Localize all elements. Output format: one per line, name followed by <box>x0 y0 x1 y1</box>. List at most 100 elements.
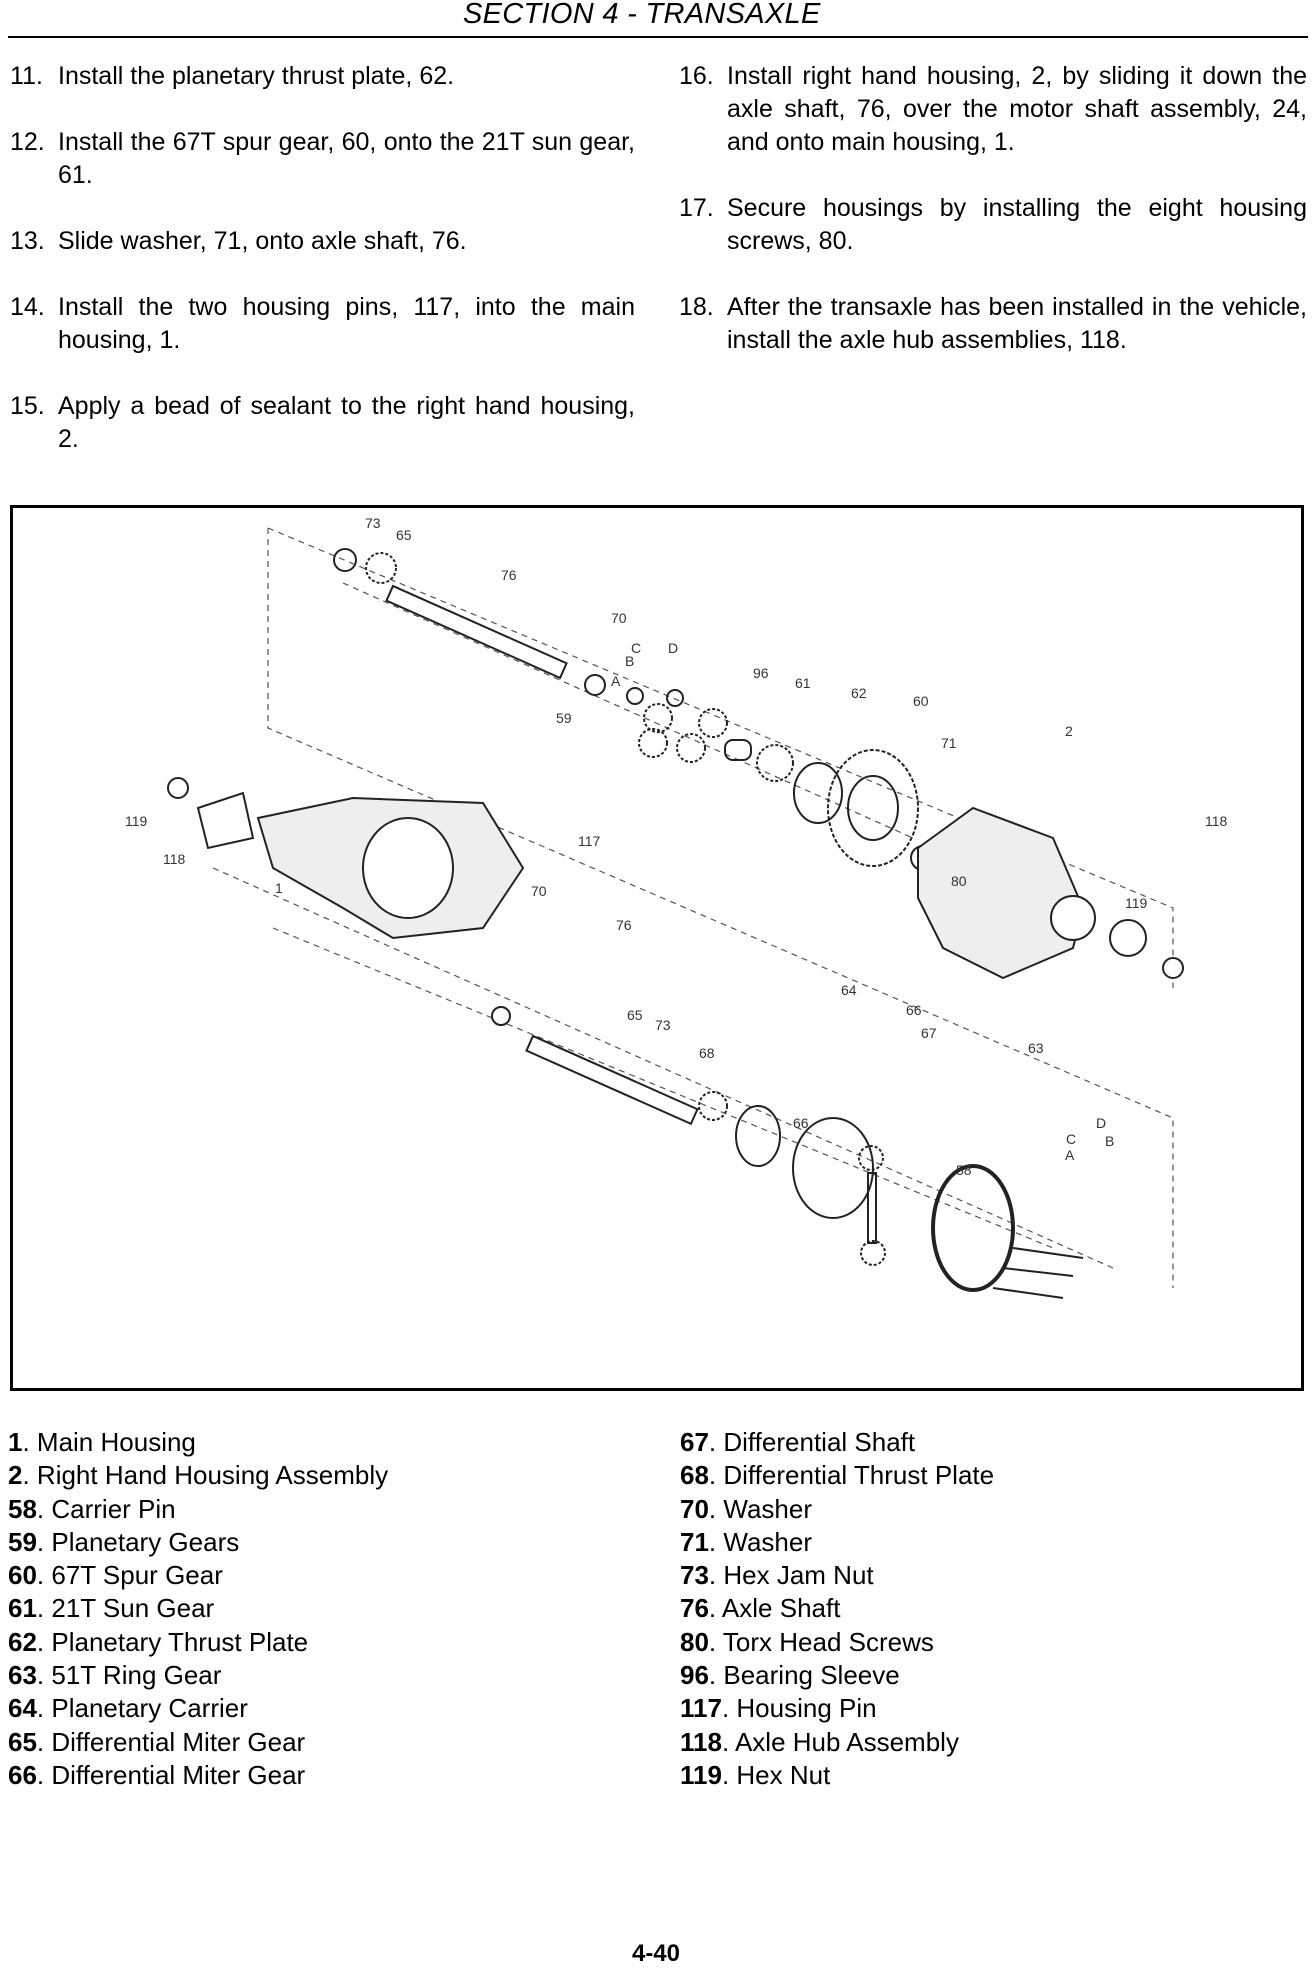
step-text: Secure housings by installing the eight … <box>727 194 1307 255</box>
part-number: 63 <box>8 1660 37 1691</box>
part-name: . Torx Head Screws <box>708 1626 934 1657</box>
legend-item: 118. Axle Hub Assembly <box>680 1726 994 1759</box>
callout-119: 119 <box>1125 895 1148 911</box>
callout-a: A <box>611 673 621 689</box>
callout-96: 96 <box>753 665 769 681</box>
part-number: 1 <box>8 1427 23 1457</box>
callout-62: 62 <box>851 685 867 701</box>
callout-117: 117 <box>578 833 601 849</box>
callout-b: B <box>1105 1133 1114 1149</box>
part-name: . Right Hand Housing Assembly <box>22 1460 389 1491</box>
step-text: Install right hand housing, 2, by slidin… <box>727 62 1307 156</box>
step-text: Install the planetary thrust plate, 62. <box>58 62 455 90</box>
steps-left-column: 11. Install the planetary thrust plate, 6… <box>10 60 635 489</box>
step-number: 17. <box>679 194 714 222</box>
section-header: SECTION 4 - TRANSAXLE <box>8 0 1308 38</box>
legend-item: 62. Planetary Thrust Plate <box>8 1626 388 1659</box>
step-12: 12. Install the 67T spur gear, 60, onto t… <box>10 126 635 192</box>
callout-66: 66 <box>906 1002 922 1018</box>
part-number: 73 <box>680 1560 709 1591</box>
parts-legend-right: 67. Differential Shaft 68. Differential … <box>680 1426 994 1792</box>
part-number: 65 <box>8 1726 37 1757</box>
section-title: SECTION 4 - TRANSAXLE <box>463 0 821 30</box>
callout-118: 118 <box>1205 813 1228 829</box>
callout-2: 2 <box>1065 723 1073 739</box>
part-name: . Carrier Pin <box>36 1493 176 1524</box>
legend-item: 67. Differential Shaft <box>680 1426 994 1459</box>
callout-119: 119 <box>125 813 148 829</box>
part-name: . Main Housing <box>22 1427 196 1457</box>
step-number: 11. <box>10 62 43 90</box>
part-name: . Bearing Sleeve <box>708 1660 900 1691</box>
steps-right-column: 16. Install right hand housing, 2, by sli… <box>679 60 1307 390</box>
transaxle-exploded-diagram: 73 65 76 70 A B C D 59 96 61 62 60 71 2 … <box>125 515 1228 1299</box>
legend-item: 73. Hex Jam Nut <box>680 1559 994 1592</box>
callout-65: 65 <box>627 1007 643 1023</box>
step-11: 11. Install the planetary thrust plate, 6… <box>10 60 635 93</box>
part-number: 61 <box>8 1593 37 1624</box>
part-number: 96 <box>680 1660 709 1691</box>
part-name: . Differential Miter Gear <box>36 1726 306 1757</box>
step-number: 13. <box>10 227 45 255</box>
callout-67: 67 <box>921 1025 937 1041</box>
part-number: 58 <box>8 1493 37 1524</box>
part-name: . Differential Miter Gear <box>36 1759 306 1790</box>
part-number: 60 <box>8 1560 37 1591</box>
part-name: . Differential Thrust Plate <box>708 1460 995 1491</box>
callout-58: 58 <box>956 1162 972 1178</box>
part-number: 2 <box>8 1460 23 1491</box>
part-number: 76 <box>680 1593 709 1624</box>
callout-a: A <box>1065 1147 1075 1163</box>
legend-item: 68. Differential Thrust Plate <box>680 1459 994 1492</box>
callout-76: 76 <box>616 917 632 933</box>
legend-item: 2. Right Hand Housing Assembly <box>8 1459 388 1492</box>
legend-item: 61. 21T Sun Gear <box>8 1592 388 1625</box>
step-16: 16. Install right hand housing, 2, by sli… <box>679 60 1307 159</box>
lower-shaft-assembly <box>525 1034 1084 1299</box>
upper-shaft-assembly <box>333 548 936 871</box>
step-text: Install the 67T spur gear, 60, onto the … <box>58 128 635 189</box>
legend-item: 65. Differential Miter Gear <box>8 1726 388 1759</box>
right-hand-housing-drawing <box>917 806 1184 980</box>
callout-71: 71 <box>941 735 957 751</box>
legend-item: 59. Planetary Gears <box>8 1526 388 1559</box>
step-number: 16. <box>679 62 714 90</box>
callout-c: C <box>631 640 641 656</box>
step-number: 15. <box>10 392 45 420</box>
part-name: . 67T Spur Gear <box>36 1560 223 1591</box>
part-number: 66 <box>8 1759 37 1790</box>
part-name: . Housing Pin <box>721 1693 877 1724</box>
callout-59: 59 <box>556 710 572 726</box>
part-number: 117 <box>680 1693 722 1724</box>
part-number: 118 <box>680 1726 722 1757</box>
step-text: After the transaxle has been installed i… <box>727 293 1307 354</box>
callout-66: 66 <box>793 1115 809 1131</box>
callout-c: C <box>1066 1131 1076 1147</box>
part-name: . Differential Shaft <box>708 1427 916 1457</box>
legend-item: 80. Torx Head Screws <box>680 1626 994 1659</box>
part-name: . Axle Shaft <box>708 1593 841 1624</box>
part-name: . 21T Sun Gear <box>36 1593 215 1624</box>
step-17: 17. Secure housings by installing the eig… <box>679 192 1307 258</box>
callout-60: 60 <box>913 693 929 709</box>
part-number: 68 <box>680 1460 709 1491</box>
part-number: 70 <box>680 1493 709 1524</box>
callout-70: 70 <box>531 883 547 899</box>
callout-labels: 73 65 76 70 A B C D 59 96 61 62 60 71 2 … <box>125 515 1228 1178</box>
legend-item: 66. Differential Miter Gear <box>8 1759 388 1792</box>
step-18: 18.After the transaxle has been installe… <box>679 291 1307 357</box>
part-number: 64 <box>8 1693 37 1724</box>
step-14: 14.Install the two housing pins, 117, in… <box>10 291 635 357</box>
page-number: 4-40 <box>631 1940 681 1967</box>
part-name: . Axle Hub Assembly <box>721 1726 959 1757</box>
exploded-view-figure: 73 65 76 70 A B C D 59 96 61 62 60 71 2 … <box>10 505 1304 1391</box>
step-text: Slide washer, 71, onto axle shaft, 76. <box>58 227 467 255</box>
callout-73: 73 <box>655 1017 671 1033</box>
callout-68: 68 <box>699 1045 715 1061</box>
legend-item: 63. 51T Ring Gear <box>8 1659 388 1692</box>
legend-item: 70. Washer <box>680 1493 994 1526</box>
part-name: . Planetary Thrust Plate <box>36 1626 309 1657</box>
main-housing-drawing <box>167 777 525 1026</box>
step-number: 12. <box>10 128 45 156</box>
callout-80: 80 <box>951 873 967 889</box>
